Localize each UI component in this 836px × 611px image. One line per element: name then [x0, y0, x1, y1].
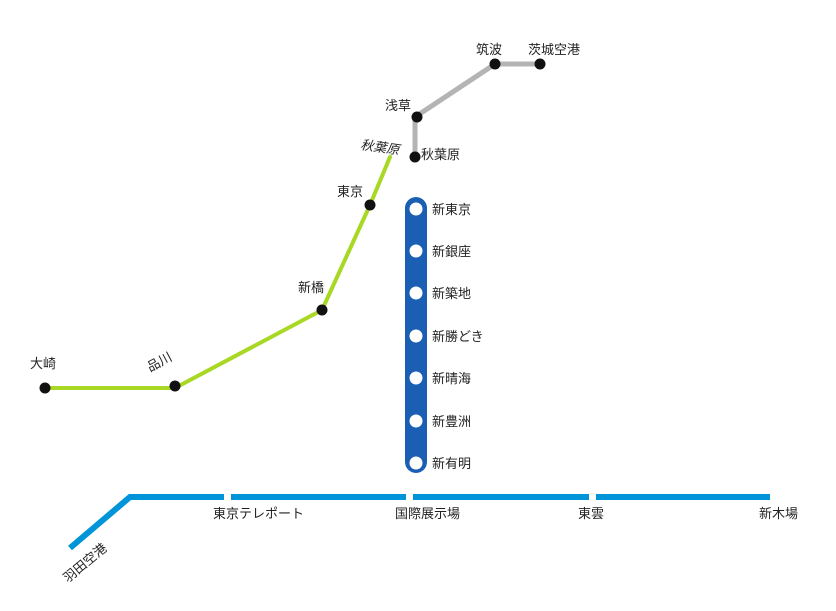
- station-dot-osaki[interactable]: [39, 382, 51, 394]
- station-dot-shin-tokyo[interactable]: [409, 202, 423, 216]
- station-label-akihabara-yamanote: 秋葉原: [359, 138, 402, 159]
- station-marker-shinonome[interactable]: [589, 493, 596, 501]
- station-label-shin-kachidoki: 新勝どき: [432, 329, 484, 345]
- station-label-kokusai-tenjijo: 国際展示場: [395, 507, 460, 522]
- station-label-shin-toyosu: 新豊洲: [432, 414, 471, 430]
- station-dot-shin-ariake[interactable]: [409, 456, 423, 470]
- station-dot-shin-toyosu[interactable]: [409, 414, 423, 428]
- station-dot-shin-harumi[interactable]: [409, 371, 423, 385]
- station-label-shimbashi: 新橋: [298, 280, 324, 296]
- station-marker-tokyo-teleport[interactable]: [224, 493, 231, 501]
- tx-line: 秋葉原 浅草 筑波 茨城空港: [385, 42, 580, 163]
- station-label-tokyo: 東京: [337, 184, 363, 200]
- station-label-asakusa: 浅草: [385, 99, 411, 114]
- station-dot-tokyo[interactable]: [364, 199, 376, 211]
- station-dot-shin-ginza[interactable]: [409, 244, 423, 258]
- station-label-shinagawa: 品川: [145, 350, 175, 375]
- station-label-haneda-airport: 羽田空港: [61, 541, 110, 586]
- station-label-shin-harumi: 新晴海: [432, 371, 471, 387]
- station-label-osaki: 大崎: [30, 357, 56, 372]
- station-dot-asakusa[interactable]: [411, 111, 423, 123]
- station-dot-ibaraki-airport[interactable]: [534, 58, 546, 70]
- station-label-tsukuba: 筑波: [476, 42, 502, 58]
- station-label-shin-ariake: 新有明: [432, 456, 471, 472]
- station-label-shinonome: 東雲: [578, 506, 604, 522]
- station-label-shin-tokyo: 新東京: [432, 202, 471, 218]
- rinkai-track: [68, 494, 770, 551]
- station-label-akihabara-tx: 秋葉原: [421, 148, 460, 163]
- station-label-shin-ginza: 新銀座: [432, 244, 471, 260]
- station-dot-akihabara-tx[interactable]: [409, 151, 421, 163]
- rinkai-line: 羽田空港 東京テレポート 国際展示場 東雲 新木場: [61, 493, 798, 586]
- blue-line: 新東京 新銀座 新築地 新勝どき 新晴海 新豊洲 新有明: [405, 197, 484, 473]
- tx-track: [412, 61, 543, 160]
- station-label-ibaraki-airport: 茨城空港: [528, 43, 580, 58]
- station-label-shin-tsukiji: 新築地: [432, 286, 471, 302]
- station-dot-tsukuba[interactable]: [489, 58, 501, 70]
- yamanote-line: 大崎 品川 新橋 東京 秋葉原: [30, 138, 402, 394]
- station-dot-shinagawa[interactable]: [169, 380, 181, 392]
- station-label-shin-kiba: 新木場: [759, 506, 798, 522]
- station-dot-shin-kachidoki[interactable]: [409, 329, 423, 343]
- station-dot-shin-tsukiji[interactable]: [409, 286, 423, 300]
- station-dot-shimbashi[interactable]: [316, 304, 328, 316]
- station-label-tokyo-teleport: 東京テレポート: [213, 506, 304, 522]
- station-marker-kokusai-tenjijo[interactable]: [406, 493, 413, 501]
